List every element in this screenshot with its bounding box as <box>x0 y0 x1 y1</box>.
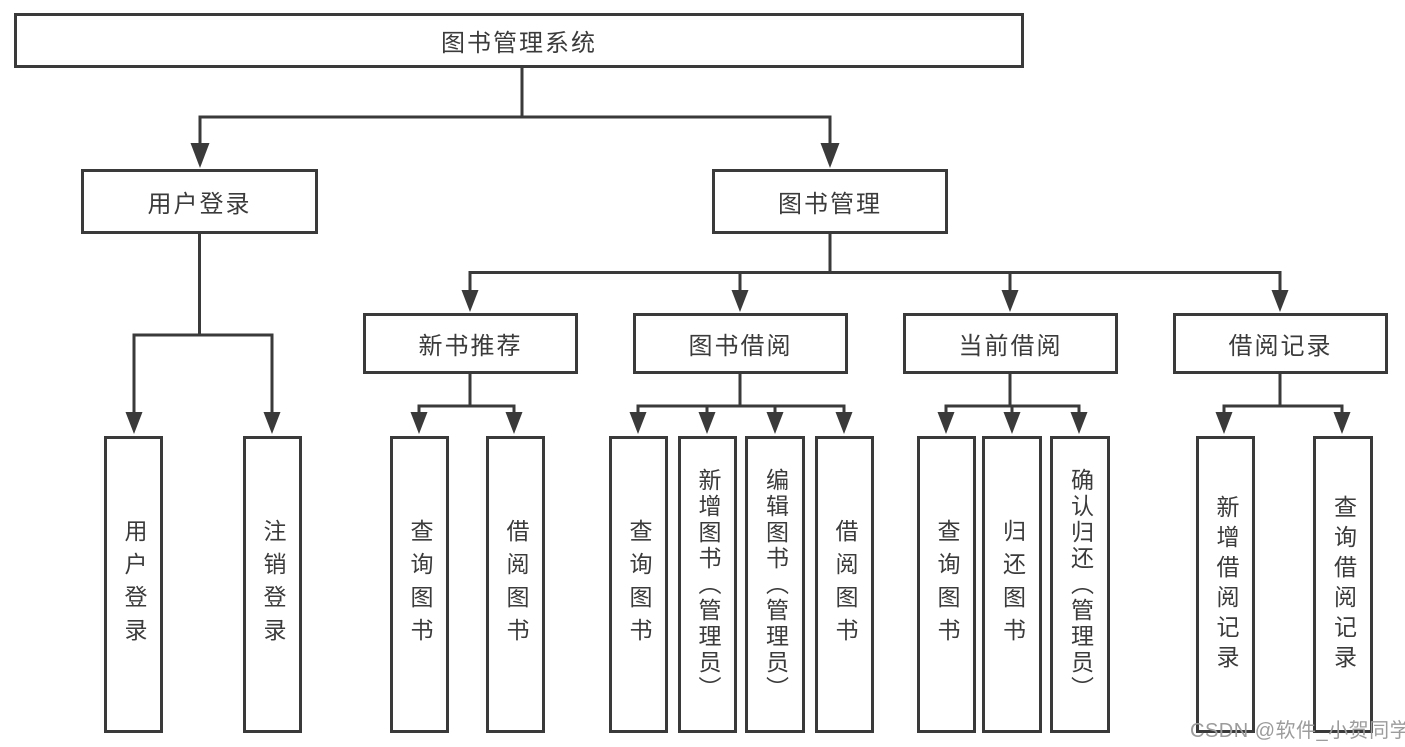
leaf-label: 借阅图书 <box>503 518 529 651</box>
leaf-borrow-books: 借阅图书 <box>486 436 545 733</box>
node-label: 图书管理系统 <box>441 30 597 57</box>
node-current-borrowing: 当前借阅 <box>903 313 1118 374</box>
leaf-edit-book-admin: 编辑图书（管理员） <box>745 436 805 733</box>
leaf-borrow-books: 借阅图书 <box>815 436 874 733</box>
leaf-search-books: 查询图书 <box>390 436 449 733</box>
leaf-label: 确认归还（管理员） <box>1067 467 1094 702</box>
node-new-book-recommendation: 新书推荐 <box>363 313 578 374</box>
leaf-logout: 注销登录 <box>243 436 302 733</box>
leaf-label: 借阅图书 <box>832 518 858 651</box>
arrowheads <box>125 143 1351 434</box>
leaf-return-books: 归还图书 <box>982 436 1042 733</box>
leaf-label: 查询图书 <box>934 518 960 651</box>
leaf-add-borrow-record: 新增借阅记录 <box>1196 436 1255 733</box>
node-label: 当前借阅 <box>958 333 1063 360</box>
node-label: 图书管理 <box>778 191 882 218</box>
node-book-management: 图书管理 <box>712 169 948 234</box>
leaf-user-login: 用户登录 <box>104 436 163 733</box>
leaf-search-books: 查询图书 <box>609 436 668 733</box>
leaf-label: 新增借阅记录 <box>1213 494 1239 675</box>
leaf-add-book-admin: 新增图书（管理员） <box>678 436 737 733</box>
node-library-management-system: 图书管理系统 <box>14 13 1024 68</box>
leaf-confirm-return-admin: 确认归还（管理员） <box>1050 436 1110 733</box>
node-book-borrowing: 图书借阅 <box>633 313 848 374</box>
leaf-label: 注销登录 <box>260 518 286 651</box>
leaf-label: 新增图书（管理员） <box>695 467 721 702</box>
csdn-watermark: CSDN @软件_小贺同学 <box>1190 720 1405 742</box>
leaf-label: 归还图书 <box>999 518 1026 651</box>
node-label: 用户登录 <box>147 191 252 218</box>
leaf-search-books: 查询图书 <box>917 436 976 733</box>
leaf-search-borrow-record: 查询借阅记录 <box>1313 436 1373 733</box>
leaf-label: 查询图书 <box>626 518 652 651</box>
node-label: 借阅记录 <box>1228 333 1333 360</box>
node-user-login: 用户登录 <box>81 169 318 234</box>
leaf-label: 编辑图书（管理员） <box>762 467 789 702</box>
leaf-label: 用户登录 <box>121 518 147 651</box>
node-label: 图书借阅 <box>688 333 793 360</box>
node-borrowing-records: 借阅记录 <box>1173 313 1388 374</box>
leaf-label: 查询借阅记录 <box>1330 494 1357 675</box>
leaf-label: 查询图书 <box>407 518 433 651</box>
node-label: 新书推荐 <box>418 333 523 360</box>
